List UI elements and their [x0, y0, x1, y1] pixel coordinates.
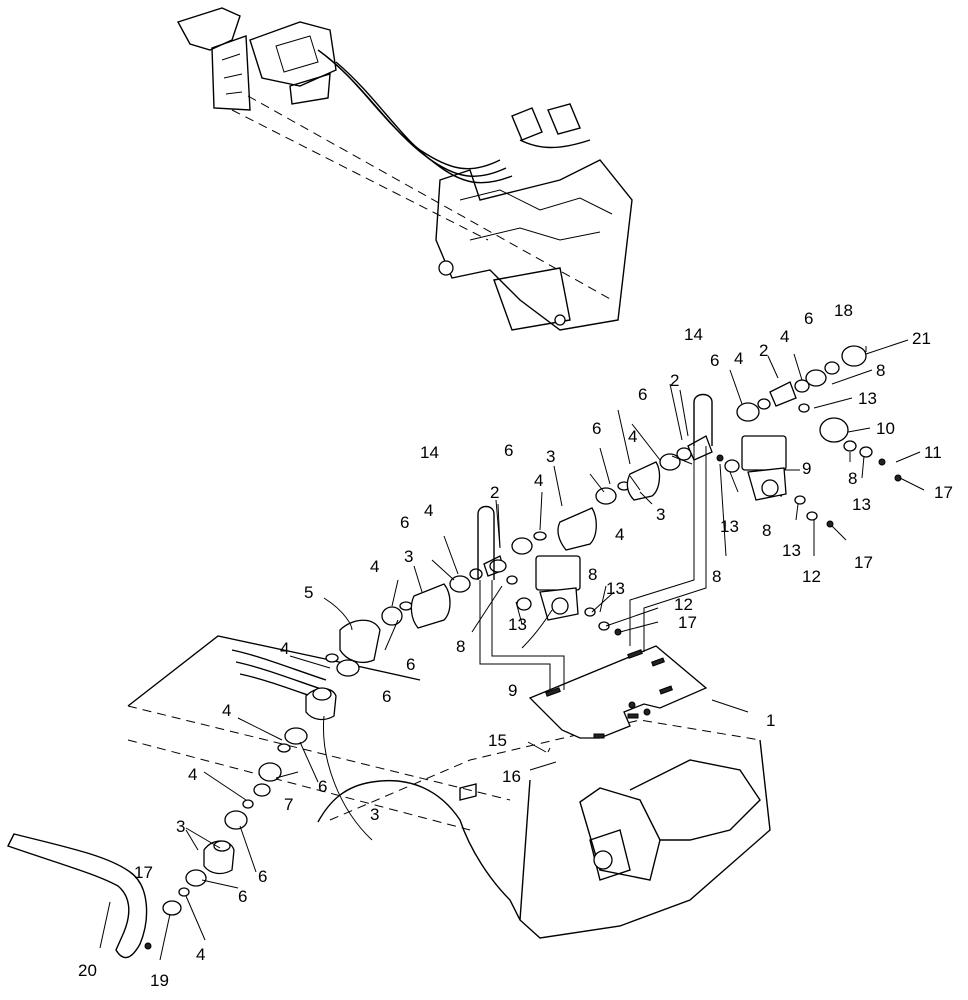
callout-20: 20 [78, 961, 97, 980]
callout-6: 6 [406, 655, 415, 674]
callout-8: 8 [588, 565, 597, 584]
callout-6: 6 [238, 887, 247, 906]
callout-6: 6 [592, 419, 601, 438]
mounting-frame [127, 635, 771, 939]
callout-7: 7 [284, 795, 293, 814]
callout-4: 4 [534, 471, 543, 490]
callout-3: 3 [176, 817, 185, 836]
callout-13: 13 [508, 615, 527, 634]
mounting-plate [528, 645, 708, 739]
callout-4: 4 [196, 945, 205, 964]
callout-15: 15 [488, 731, 507, 750]
callout-4: 4 [780, 327, 789, 346]
callout-4: 4 [734, 349, 743, 368]
callout-3: 3 [370, 805, 379, 824]
callout-4: 4 [370, 557, 379, 576]
callout-17: 17 [854, 553, 873, 572]
callout-14: 14 [684, 325, 703, 344]
callout-6: 6 [382, 687, 391, 706]
callout-6: 6 [504, 441, 513, 460]
callout-13: 13 [852, 495, 871, 514]
callout-21: 21 [912, 329, 931, 348]
callout-17: 17 [134, 863, 153, 882]
callout-6: 6 [318, 777, 327, 796]
callout-17: 17 [934, 483, 953, 502]
callout-4: 4 [280, 639, 289, 658]
callout-4: 4 [188, 765, 197, 784]
callout-4: 4 [628, 427, 637, 446]
callout-8: 8 [456, 637, 465, 656]
boom-assembly-overview [176, 7, 633, 331]
callout-2: 2 [490, 483, 499, 502]
callout-9: 9 [508, 681, 517, 700]
callout-16: 16 [502, 767, 521, 786]
callout-6: 6 [804, 309, 813, 328]
callout-10: 10 [876, 419, 895, 438]
callout-6: 6 [400, 513, 409, 532]
callout-6: 6 [710, 351, 719, 370]
callout-3: 3 [656, 505, 665, 524]
callout-18: 18 [834, 301, 853, 320]
callout-2: 2 [759, 341, 768, 360]
callout-3: 3 [404, 547, 413, 566]
callout-14: 14 [420, 443, 439, 462]
callout-12: 12 [802, 567, 821, 586]
callout-19: 19 [150, 971, 169, 990]
callout-1: 1 [766, 711, 775, 730]
callout-3: 3 [546, 447, 555, 466]
callout-6: 6 [638, 385, 647, 404]
callout-labels: 1 2 2 2 3 3 3 3 3 4 4 4 4 4 4 4 4 4 4 4 … [78, 301, 953, 990]
callout-11: 11 [924, 443, 942, 462]
callout-17: 17 [678, 613, 697, 632]
callout-5: 5 [304, 583, 313, 602]
callout-4: 4 [222, 701, 231, 720]
callout-4: 4 [615, 525, 624, 544]
callout-8: 8 [876, 361, 885, 380]
callout-13: 13 [782, 541, 801, 560]
hose-clamp-chain [7, 345, 902, 959]
callout-8: 8 [848, 469, 857, 488]
callout-leaders [99, 339, 925, 961]
callout-8: 8 [712, 567, 721, 586]
callout-8: 8 [762, 521, 771, 540]
callout-9: 9 [802, 459, 811, 478]
callout-6: 6 [258, 867, 267, 886]
callout-13: 13 [858, 389, 877, 408]
callout-13: 13 [720, 517, 739, 536]
callout-12: 12 [674, 595, 693, 614]
callout-13: 13 [606, 579, 625, 598]
callout-2: 2 [670, 371, 679, 390]
callout-4: 4 [424, 501, 433, 520]
